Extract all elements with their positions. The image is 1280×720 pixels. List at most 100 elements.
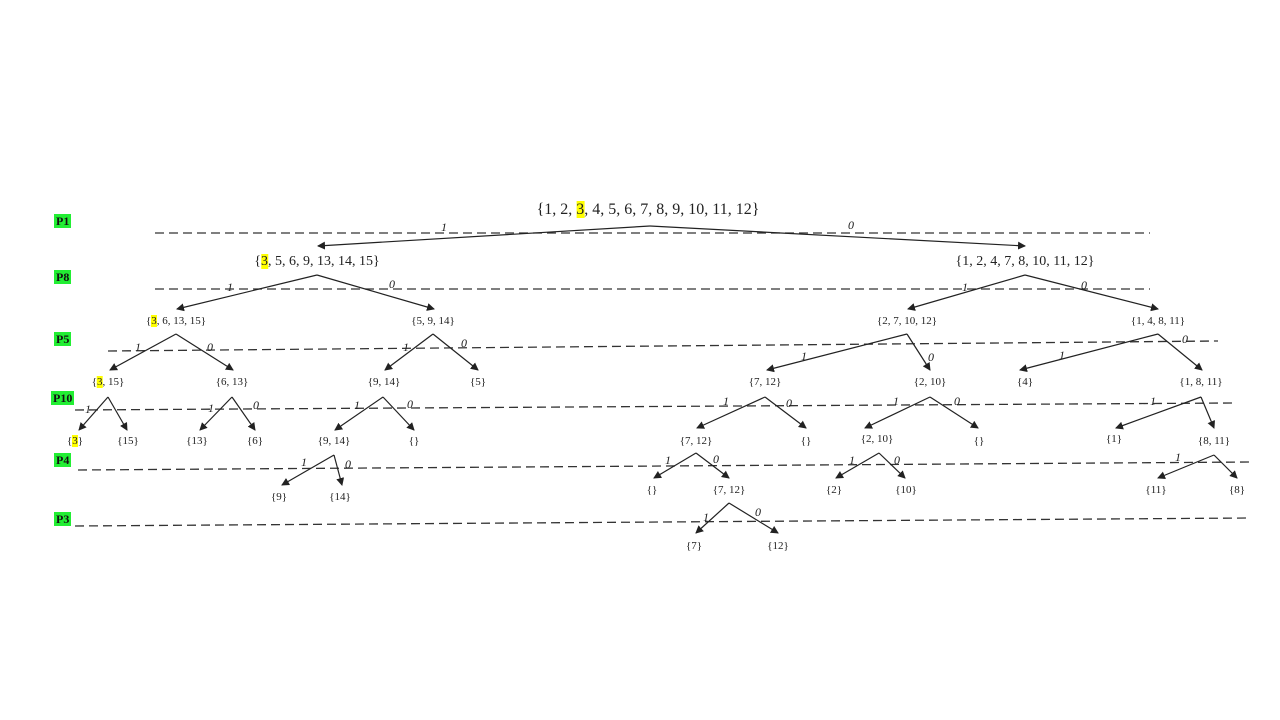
branch-label-0: 0 <box>461 336 467 350</box>
set-text: {6, 13} <box>215 376 249 388</box>
set-text: , 4, 5, 6, 7, 8, 9, 10, 11, 12} <box>584 201 760 218</box>
branch-label-0: 0 <box>1081 278 1087 292</box>
set-text: {4} <box>1016 376 1034 388</box>
tree-node-n2: {1, 2, 4, 7, 8, 10, 11, 12} <box>956 253 1095 270</box>
edge-right-arrow <box>231 396 256 431</box>
branch-label-1: 1 <box>1150 394 1156 408</box>
edge-left-arrow <box>835 452 880 479</box>
edge-left-arrow <box>384 333 434 371</box>
tree-node-n24: {} <box>974 435 985 448</box>
branch-label-0: 0 <box>786 396 792 410</box>
set-text: {1, 8, 11} <box>1179 376 1223 388</box>
level-label-p1: P1 <box>54 214 72 228</box>
tree-node-n34: {8} <box>1229 484 1245 497</box>
edge-right-arrow <box>1200 396 1215 429</box>
tree-node-n12: {2, 10} <box>914 376 947 389</box>
set-text: {8, 11} <box>1197 435 1231 447</box>
branch-label-0: 0 <box>848 218 854 232</box>
tree-node-n27: {9} <box>271 491 287 504</box>
branch-label-1: 1 <box>893 394 899 408</box>
set-text: {11} <box>1145 484 1167 496</box>
tree-node-n28: {14} <box>329 491 351 504</box>
edge-left-arrow <box>1115 396 1202 430</box>
tree-node-n8: {6, 13} <box>216 376 249 389</box>
branch-label-1: 1 <box>208 401 214 415</box>
edge-right-arrow <box>333 454 345 486</box>
branch-label-1: 1 <box>301 455 307 469</box>
branch-label-0: 0 <box>755 505 761 519</box>
tree-node-n14: {1, 8, 11} <box>1179 376 1222 389</box>
set-text: {15} <box>117 435 139 447</box>
tree-node-n35: {7} <box>686 540 702 553</box>
branch-label-0: 0 <box>713 452 719 466</box>
set-text: {7, 12} <box>748 376 782 388</box>
set-text: {5, 9, 14} <box>411 315 455 327</box>
set-text: , 5, 6, 9, 13, 14, 15} <box>268 254 380 269</box>
branch-label-1: 1 <box>1175 450 1181 464</box>
tree-node-n3: {3, 6, 13, 15} <box>146 315 206 328</box>
tree-node-root: {1, 2, 3, 4, 5, 6, 7, 8, 9, 10, 11, 12} <box>536 200 760 219</box>
branch-label-0: 0 <box>954 394 960 408</box>
set-text: {1, 4, 8, 11} <box>1130 315 1186 327</box>
set-text: {12} <box>767 540 789 552</box>
set-text: {2, 10} <box>860 433 894 445</box>
set-text: {7} <box>685 540 703 552</box>
set-text: {9} <box>270 491 288 503</box>
tree-node-n11: {7, 12} <box>749 376 782 389</box>
level-separator-line <box>74 402 1233 411</box>
set-text: {7, 12} <box>712 484 746 496</box>
tree-node-n23: {2, 10} <box>861 433 894 446</box>
tree-node-n1: {3, 5, 6, 9, 13, 14, 15} <box>254 253 380 270</box>
tree-node-n25: {1} <box>1106 433 1122 446</box>
highlighted-element: 3 <box>151 315 157 327</box>
edge-left-arrow <box>199 396 233 431</box>
set-text: {1, 2, <box>536 201 577 218</box>
highlighted-element: 3 <box>72 435 78 447</box>
branch-label-0: 0 <box>389 277 395 291</box>
edge-left-arrow <box>695 502 730 534</box>
branch-label-0: 0 <box>894 453 900 467</box>
edge-right-arrow <box>728 502 779 534</box>
tree-node-n21: {7, 12} <box>680 435 713 448</box>
branch-label-1: 1 <box>227 280 233 294</box>
branch-label-1: 1 <box>801 349 807 363</box>
highlighted-element: 3 <box>261 254 268 269</box>
edge-right-arrow <box>175 333 234 371</box>
edge-left-arrow <box>766 333 908 373</box>
set-text: { <box>254 254 261 269</box>
tree-node-n4: {5, 9, 14} <box>411 315 455 328</box>
level-separator-line <box>74 517 1251 527</box>
edge-right-arrow <box>649 225 1026 250</box>
edge-left-arrow <box>317 225 651 250</box>
tree-node-n33: {11} <box>1145 484 1166 497</box>
level-label-p4: P4 <box>54 453 72 467</box>
level-label-p8: P8 <box>54 270 72 284</box>
branch-label-0: 0 <box>407 397 413 411</box>
set-text: {7, 12} <box>679 435 713 447</box>
level-separator-line <box>107 340 1219 352</box>
branch-label-1: 1 <box>354 398 360 412</box>
edge-left-arrow <box>1157 454 1215 480</box>
edge-left-arrow <box>78 396 109 431</box>
branch-label-1: 1 <box>403 340 409 354</box>
branch-label-1: 1 <box>1059 348 1065 362</box>
edge-right-arrow <box>878 452 906 479</box>
tree-node-n32: {10} <box>895 484 917 497</box>
level-label-p3: P3 <box>54 512 72 526</box>
set-text: { <box>91 376 97 388</box>
set-text: {2, 10} <box>913 376 947 388</box>
branch-label-0: 0 <box>928 350 934 364</box>
tree-node-n36: {12} <box>767 540 789 553</box>
edge-right-arrow <box>1213 454 1238 479</box>
set-text: {8} <box>1228 484 1246 496</box>
set-text: { <box>145 315 152 327</box>
set-text: {} <box>800 435 812 447</box>
branch-label-0: 0 <box>1182 332 1188 346</box>
tree-node-n15: {3} <box>67 435 83 448</box>
highlighted-element: 3 <box>576 201 585 218</box>
tree-node-n19: {9, 14} <box>318 435 351 448</box>
edge-right-arrow <box>929 396 979 429</box>
branch-label-0: 0 <box>253 398 259 412</box>
